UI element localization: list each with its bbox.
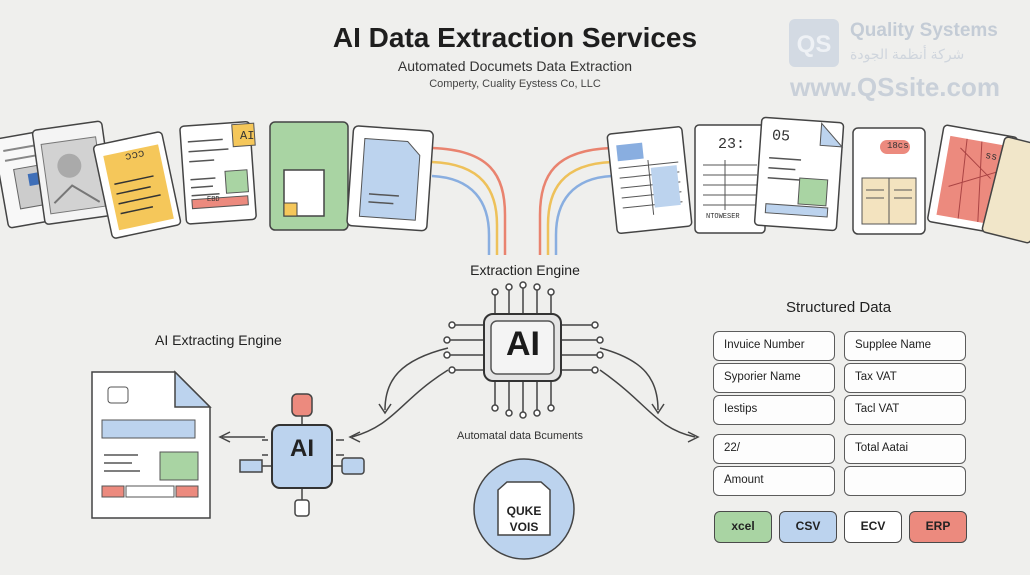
watermark-site: www.QSsite.com [790,72,1000,102]
doc-ai-text: AI [240,129,255,143]
qs-logo-icon: QS [789,19,839,67]
watermark-name: Quality Systems [850,20,998,41]
doc-receipt-pink [852,127,926,235]
doc-green-folder [269,121,349,231]
field-22[interactable]: 22/ [713,434,835,464]
structured-data-label: Structured Data [786,299,892,316]
document-flow-arcs [431,146,613,255]
small-ai-chip [239,393,365,517]
engine-arrows [218,347,700,443]
field-total-aatai[interactable]: Total Aatai [844,434,966,464]
arc-right-yellow [546,160,613,255]
export-csv-button[interactable]: CSV [779,511,837,543]
output-circle [473,458,575,560]
circle-label-line1: QUKE [506,504,542,518]
field-supplier-name[interactable]: Supplee Name [844,331,966,361]
doc-table-blue [606,126,693,235]
company-line: Comperty, Cuality Eystess Co, LLC [429,78,601,90]
circle-label-line2: VOIS [509,520,539,534]
watermark-arabic: شركة أنظمة الجودة [850,46,965,62]
qs-logo-text: QS [797,31,832,58]
export-ecv-button[interactable]: ECV [844,511,902,543]
doc-invoice-ai [179,120,257,225]
doc-yellow [92,131,182,239]
doc-ebd-text: EBD [207,196,220,204]
export-erp-button[interactable]: ERP [909,511,967,543]
page-title: AI Data Extraction Services [332,22,698,53]
field-tax-vat[interactable]: Tax VAT [844,363,966,393]
field-tacl-vat[interactable]: Tacl VAT [844,395,966,425]
arc-left-yellow [431,160,499,255]
doc-folded-05 [753,116,845,232]
page-subtitle: Automated Documets Data Extraction [397,58,633,74]
field-syporier-name[interactable]: Syporier Name [713,363,835,393]
small-ai-chip-label: AI [290,435,314,462]
arc-right-red [538,146,613,255]
field-iestips[interactable]: Iestips [713,395,835,425]
arc-left-blue [431,174,491,255]
doc-ss-text: ss [984,151,998,164]
field-amount[interactable]: Amount [713,466,835,496]
arc-left-red [431,146,507,255]
main-ai-chip-label: AI [506,325,540,363]
doc-05-text: 05 [771,127,791,146]
arc-right-blue [554,174,613,255]
doc-23-text: 23: [718,136,746,153]
ai-extracting-engine-label: AI Extracting Engine [155,332,282,348]
field-empty[interactable] [844,466,966,496]
main-ai-chip [443,281,604,419]
export-xcel-button[interactable]: xcel [714,511,772,543]
doc-ntoresr-text: NTOWESER [706,213,740,221]
field-invoice-number[interactable]: Invuice Number [713,331,835,361]
circle-label: QUKE VOIS [477,503,571,535]
extracted-document [91,370,212,519]
extraction-engine-label: Extraction Engine [470,262,580,278]
doc-blue [346,125,434,232]
doc-18cs-text: 18cs [887,141,909,151]
automated-docs-label: Automatal data Bcuments [457,430,583,442]
